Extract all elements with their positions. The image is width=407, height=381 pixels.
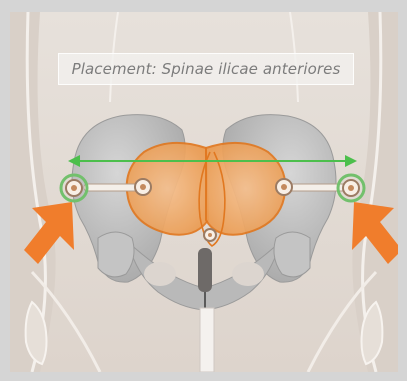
bottom-electrode-dot — [208, 233, 212, 237]
left-inner-electrode-dot — [140, 184, 146, 190]
left-outer-electrode-dot — [71, 185, 77, 191]
right-inner-electrode-dot — [281, 184, 287, 190]
urethra — [198, 248, 212, 292]
right-connector-bar — [284, 184, 350, 191]
placement-caption: Placement: Spinae ilicae anteriores — [72, 60, 341, 78]
placement-caption-box: Placement: Spinae ilicae anteriores — [58, 53, 354, 85]
right-femur-head — [274, 232, 310, 277]
catheter-tube — [200, 308, 214, 372]
right-outer-electrode-dot — [348, 185, 354, 191]
anatomy-viewport: Placement: Spinae ilicae anteriores — [10, 12, 398, 372]
left-femur-head — [98, 232, 134, 277]
left-obturator — [144, 262, 176, 286]
right-obturator — [232, 262, 264, 286]
